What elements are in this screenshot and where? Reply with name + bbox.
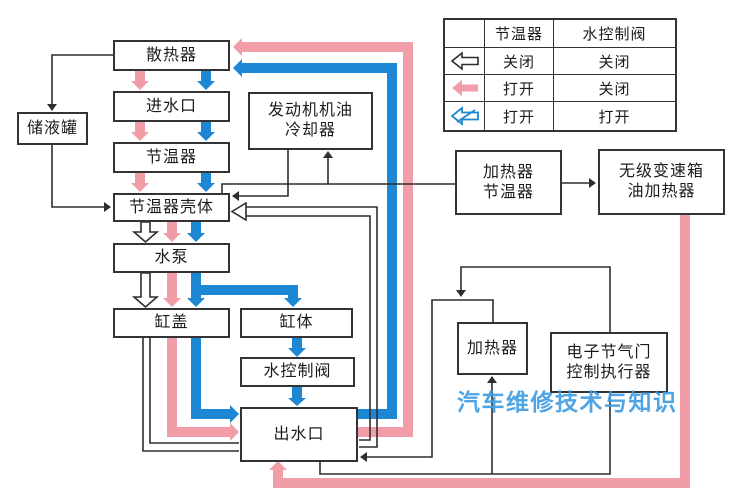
- node-cylinder-block: 缸体: [240, 308, 353, 338]
- node-cylinder-block-label: 缸体: [279, 314, 314, 331]
- hollow-arrow-icon: [445, 47, 484, 74]
- legend-row1-thermostat: 关闭: [484, 47, 553, 74]
- blue-arrow-icon: [445, 101, 484, 130]
- node-water-outlet: 出水口: [240, 407, 358, 462]
- node-reservoir: 储液罐: [17, 112, 88, 145]
- node-cylinder-head-label: 缸盖: [154, 314, 189, 331]
- watermark-text: 汽车维修技术与知识: [457, 389, 678, 415]
- node-thermostat-housing: 节温器壳体: [113, 193, 230, 222]
- pink-flow-lines: [131, 38, 690, 488]
- legend-row2-thermostat: 打开: [484, 74, 553, 101]
- node-thermostat: 节温器: [113, 142, 230, 173]
- thin-black-lines: [47, 54, 611, 475]
- node-engine-oil-cooler-label: 发动机机油 冷却器: [267, 102, 353, 139]
- node-heater-thermostat-label: 加热器 节温器: [482, 163, 534, 201]
- legend-corner-cell: [445, 20, 484, 47]
- node-heater: 加热器: [457, 322, 528, 375]
- legend-row3-thermostat: 打开: [484, 101, 553, 130]
- pink-arrow-icon: [445, 74, 484, 101]
- node-engine-oil-cooler: 发动机机油 冷却器: [248, 92, 373, 150]
- node-heater-thermostat: 加热器 节温器: [455, 150, 562, 215]
- node-cylinder-head: 缸盖: [113, 308, 230, 338]
- node-water-outlet-label: 出水口: [273, 425, 325, 443]
- node-cvt-oil-heater: 无级变速箱 油加热器: [598, 149, 725, 215]
- legend-row3-valve: 打开: [553, 101, 675, 130]
- node-water-inlet: 进水口: [113, 91, 230, 122]
- node-radiator-label: 散热器: [145, 46, 197, 64]
- legend-table: 节温器 水控制阀 关闭 关闭 打开 关闭 打开 打开: [443, 18, 677, 132]
- blue-flow-lines: [187, 59, 397, 423]
- hollow-flow-lines: [131, 201, 378, 452]
- legend-row1-valve: 关闭: [553, 47, 675, 74]
- node-cvt-oil-heater-label: 无级变速箱 油加热器: [618, 163, 704, 200]
- node-thermostat-label: 节温器: [145, 148, 197, 166]
- node-thermostat-housing-label: 节温器壳体: [128, 198, 214, 216]
- node-water-pump: 水泵: [113, 243, 230, 273]
- node-throttle-actuator: 电子节气门 控制执行器: [550, 332, 668, 393]
- node-water-pump-label: 水泵: [154, 249, 189, 266]
- node-water-inlet-label: 进水口: [145, 97, 197, 115]
- node-water-control-valve: 水控制阀: [240, 357, 355, 387]
- node-throttle-actuator-label: 电子节气门 控制执行器: [566, 343, 652, 381]
- node-heater-label: 加热器: [466, 339, 518, 357]
- node-radiator: 散热器: [113, 40, 230, 71]
- legend-header-valve: 水控制阀: [553, 20, 675, 47]
- node-reservoir-label: 储液罐: [26, 119, 78, 137]
- node-water-control-valve-label: 水控制阀: [263, 363, 332, 380]
- legend-row2-valve: 关闭: [553, 74, 675, 101]
- legend-header-thermostat: 节温器: [484, 20, 553, 47]
